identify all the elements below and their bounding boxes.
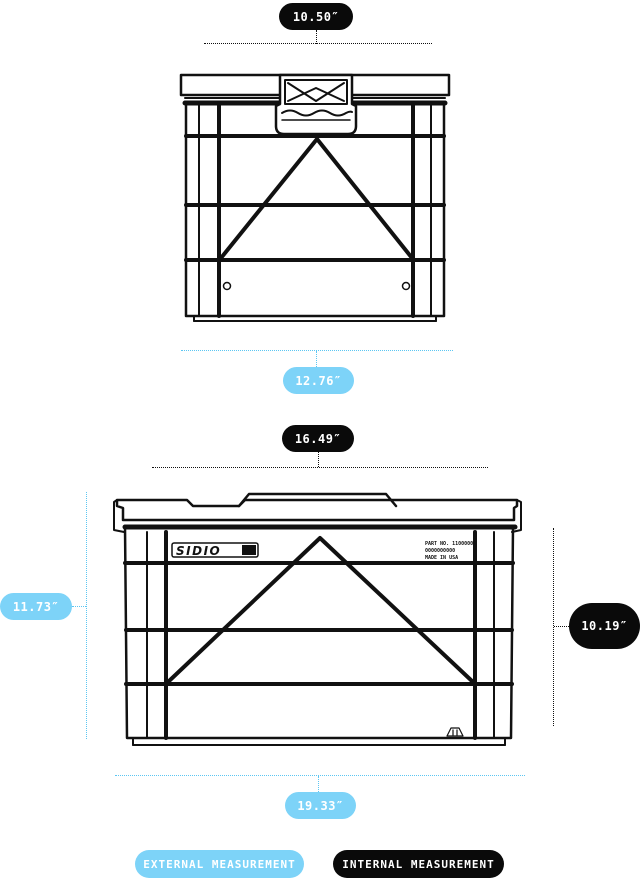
- side-lid-latch-left: [113, 499, 125, 533]
- legend-external: EXTERNAL MEASUREMENT: [135, 850, 304, 878]
- top-external-width-pill: 12.76″: [283, 367, 354, 394]
- side-lid-raised: [237, 492, 398, 508]
- top-external-width-line: [181, 350, 453, 351]
- side-spec-line-2: 0000000000: [425, 548, 455, 554]
- side-view-crate: SIDIO PART NO. 1100000 0000000000 MADE I…: [113, 492, 522, 746]
- legend-internal: INTERNAL MEASUREMENT: [333, 850, 504, 878]
- side-external-width-value: 19.33″: [297, 798, 344, 813]
- side-internal-height-leader: [554, 626, 569, 627]
- top-internal-width-value: 10.50″: [292, 9, 340, 24]
- top-handle: [274, 73, 358, 136]
- side-external-width-line: [115, 775, 525, 776]
- side-lid: [115, 498, 519, 522]
- side-external-height-leader: [72, 606, 86, 607]
- top-external-width-value: 12.76″: [295, 373, 342, 388]
- top-internal-width-leader: [316, 30, 317, 44]
- side-external-height-value: 11.73″: [12, 599, 60, 614]
- side-external-width-pill: 19.33″: [285, 792, 356, 819]
- top-internal-width-pill: 10.50″: [279, 3, 353, 30]
- side-brand-logo-text: SIDIO: [176, 544, 221, 558]
- side-internal-width-leader: [318, 452, 319, 467]
- side-internal-height-value: 10.19″: [581, 619, 628, 633]
- side-diagonal-brace: [166, 536, 475, 684]
- legend-external-label: EXTERNAL MEASUREMENT: [143, 857, 296, 871]
- side-spec-line-3: MADE IN USA: [425, 555, 458, 561]
- side-external-height-line: [86, 492, 87, 739]
- side-external-height-pill: 11.73″: [0, 593, 72, 620]
- side-internal-height-line: [553, 528, 554, 726]
- side-spec-line-1: PART NO. 1100000: [425, 541, 473, 547]
- top-diagonal-brace: [219, 137, 414, 260]
- side-internal-width-value: 16.49″: [294, 431, 342, 446]
- side-external-width-leader: [318, 776, 319, 792]
- side-internal-width-line: [152, 467, 488, 468]
- legend-internal-label: INTERNAL MEASUREMENT: [342, 857, 495, 871]
- top-view-crate: [179, 73, 451, 322]
- top-internal-width-line: [204, 43, 432, 44]
- side-internal-height-pill: 10.19″: [569, 603, 640, 649]
- side-internal-width-pill: 16.49″: [282, 425, 354, 452]
- side-recycle-icon: [446, 727, 464, 737]
- side-spec-label: PART NO. 1100000 0000000000 MADE IN USA: [425, 541, 473, 561]
- top-external-width-leader: [316, 351, 317, 367]
- side-brand-logo: SIDIO: [171, 542, 259, 558]
- side-lid-latch-right: [511, 499, 522, 533]
- top-rivet-right: [401, 281, 411, 291]
- top-rivet-left: [222, 281, 232, 291]
- top-body-outline: [184, 101, 446, 318]
- side-body-outline: [123, 525, 515, 740]
